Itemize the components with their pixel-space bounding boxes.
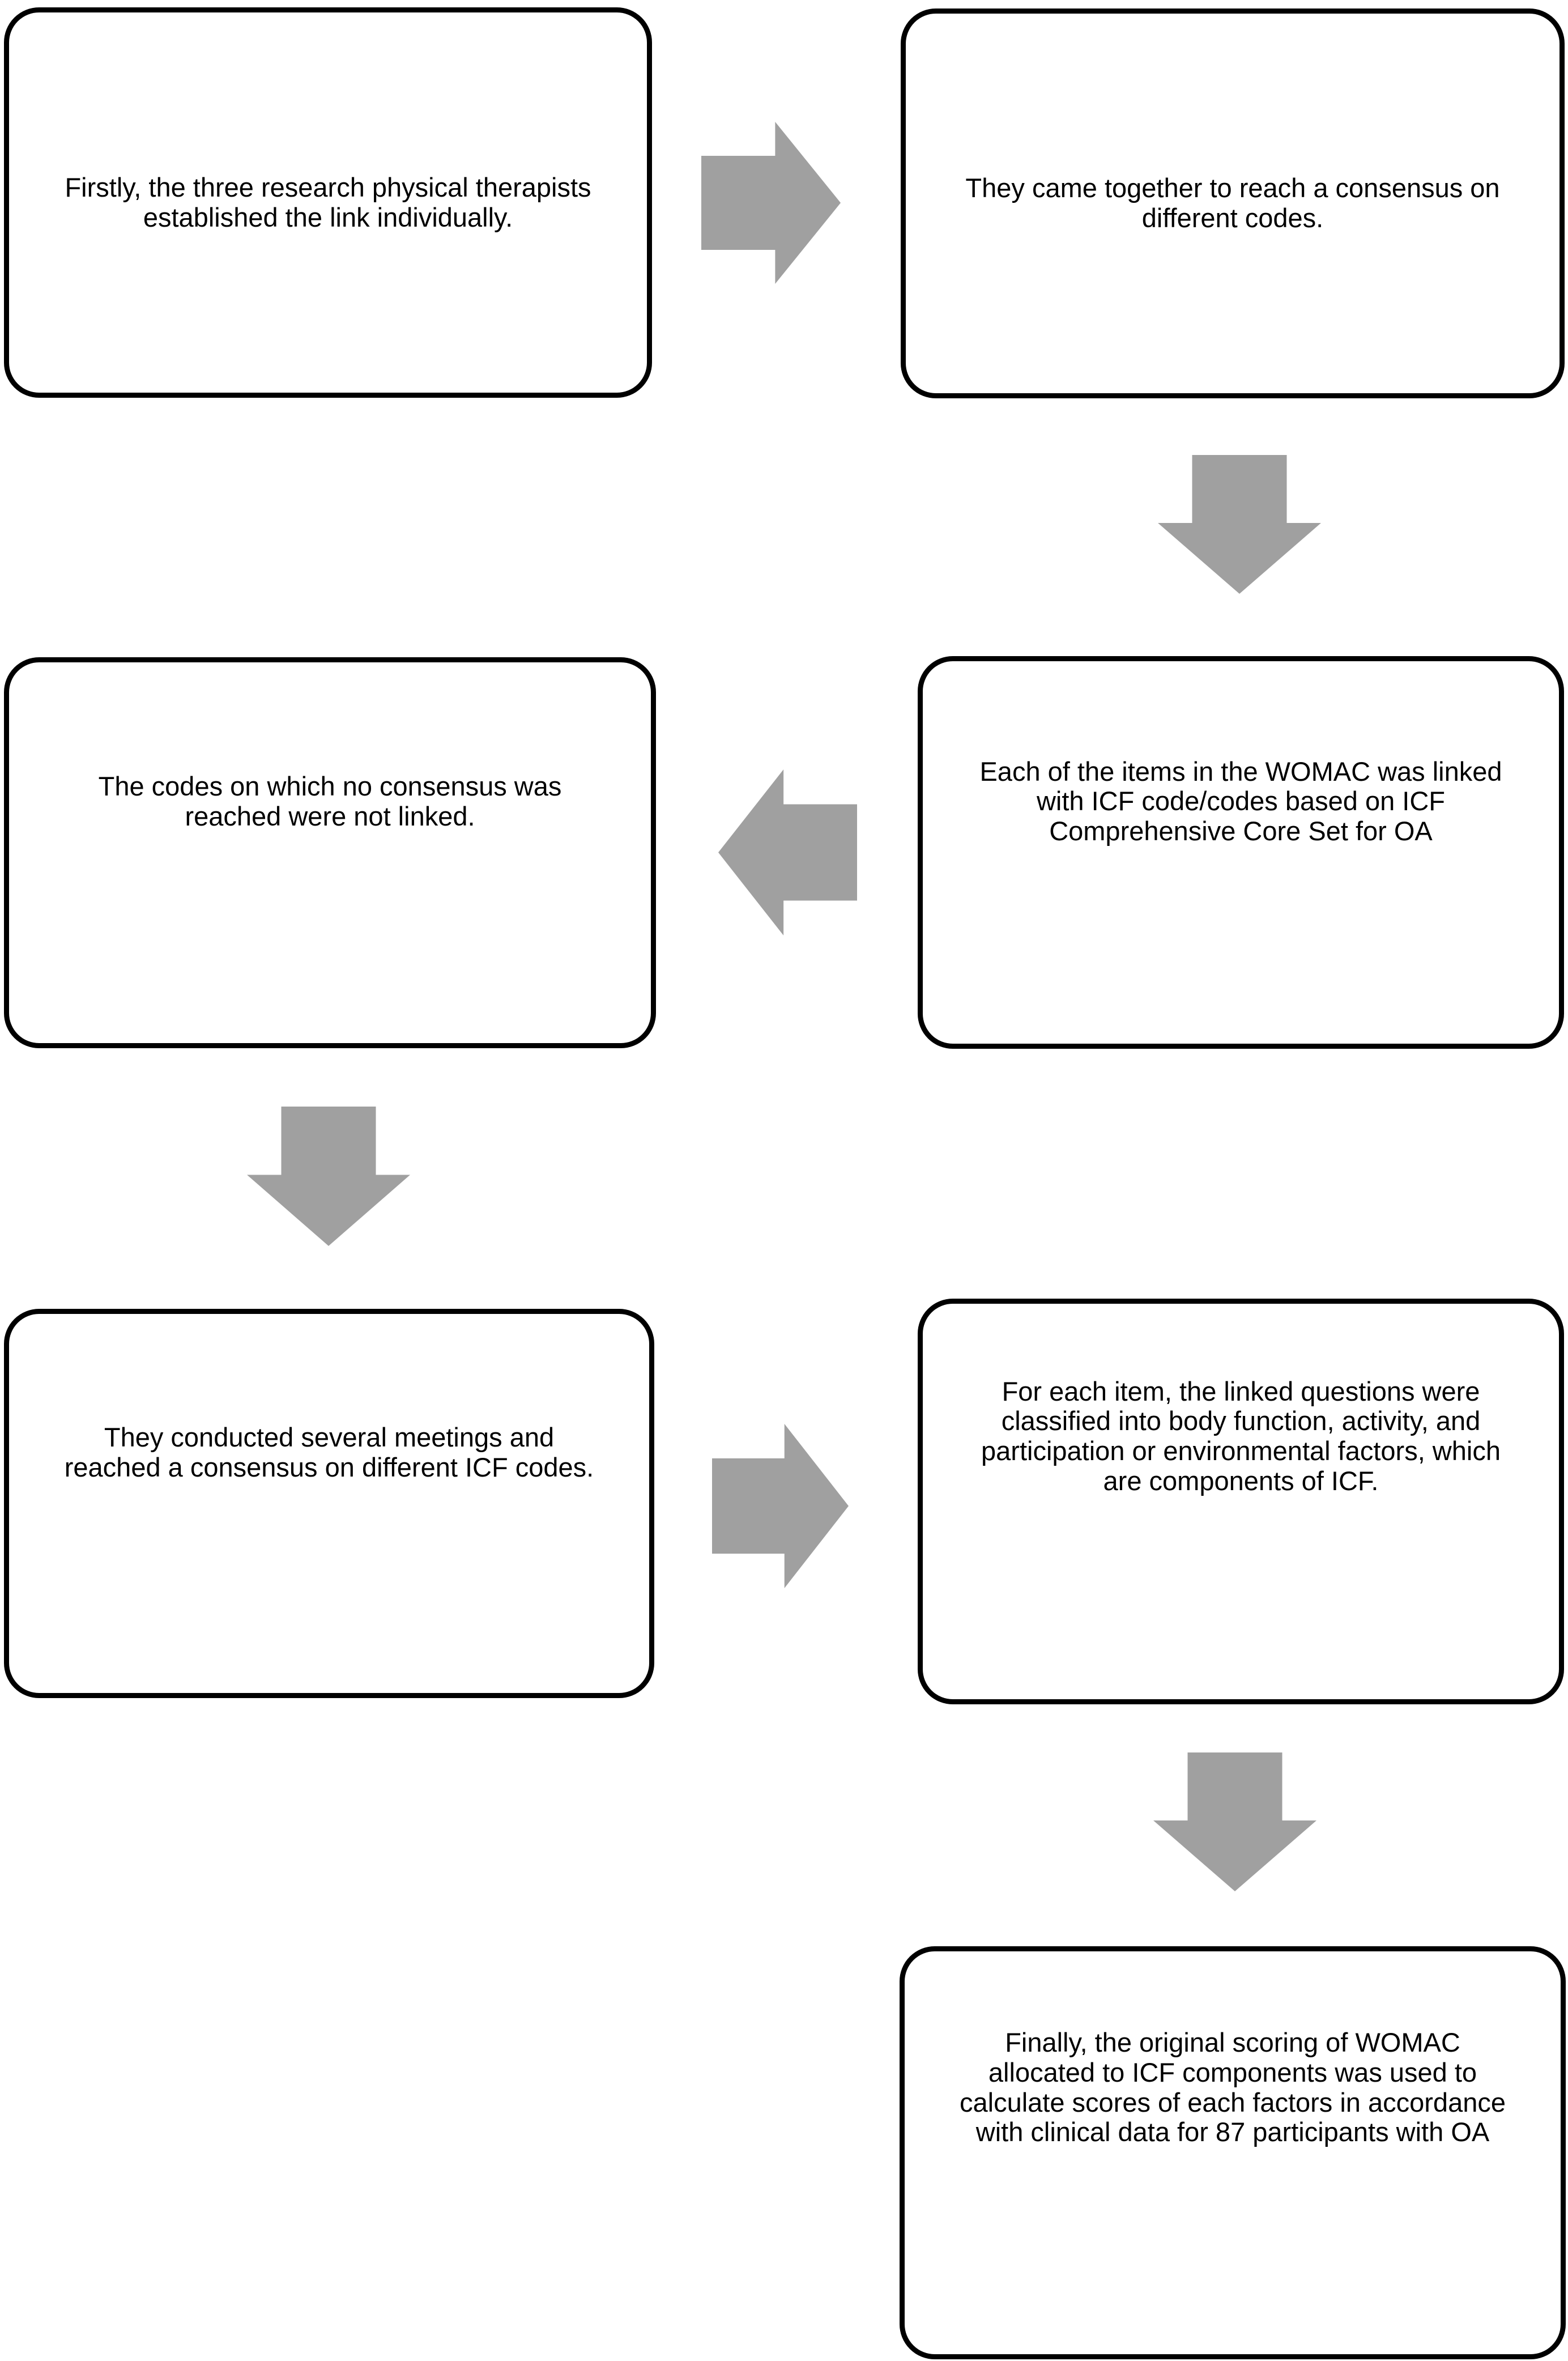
flow-step-6-text: For each item, the linked questions were…: [981, 1376, 1501, 1496]
flow-step-5-text: They conducted several meetings and reac…: [64, 1422, 594, 1482]
flow-step-2-box: They came together to reach a consensus …: [901, 8, 1565, 398]
flow-step-2-text: They came together to reach a consensus …: [965, 173, 1500, 233]
arrow-down-icon: [247, 1107, 410, 1246]
flow-step-4-box: The codes on which no consensus was reac…: [4, 657, 656, 1048]
flow-step-3-text: Each of the items in the WOMAC was linke…: [979, 756, 1502, 846]
arrow-right-icon: [701, 122, 841, 284]
arrow-left-icon: [718, 769, 857, 935]
flow-step-4-text: The codes on which no consensus was reac…: [98, 771, 562, 831]
flow-step-1-box: Firstly, the three research physical the…: [4, 7, 652, 398]
arrow-right-icon: [712, 1424, 849, 1588]
flow-step-6-box: For each item, the linked questions were…: [918, 1299, 1564, 1704]
flow-step-7-text: Finally, the original scoring of WOMAC a…: [959, 2027, 1506, 2147]
flow-step-1-text: Firstly, the three research physical the…: [65, 172, 591, 232]
arrow-down-icon: [1158, 455, 1321, 594]
flow-step-3-box: Each of the items in the WOMAC was linke…: [918, 656, 1564, 1049]
flow-step-5-box: They conducted several meetings and reac…: [4, 1309, 654, 1698]
flow-step-7-box: Finally, the original scoring of WOMAC a…: [900, 1946, 1566, 2359]
arrow-down-icon: [1153, 1752, 1316, 1891]
